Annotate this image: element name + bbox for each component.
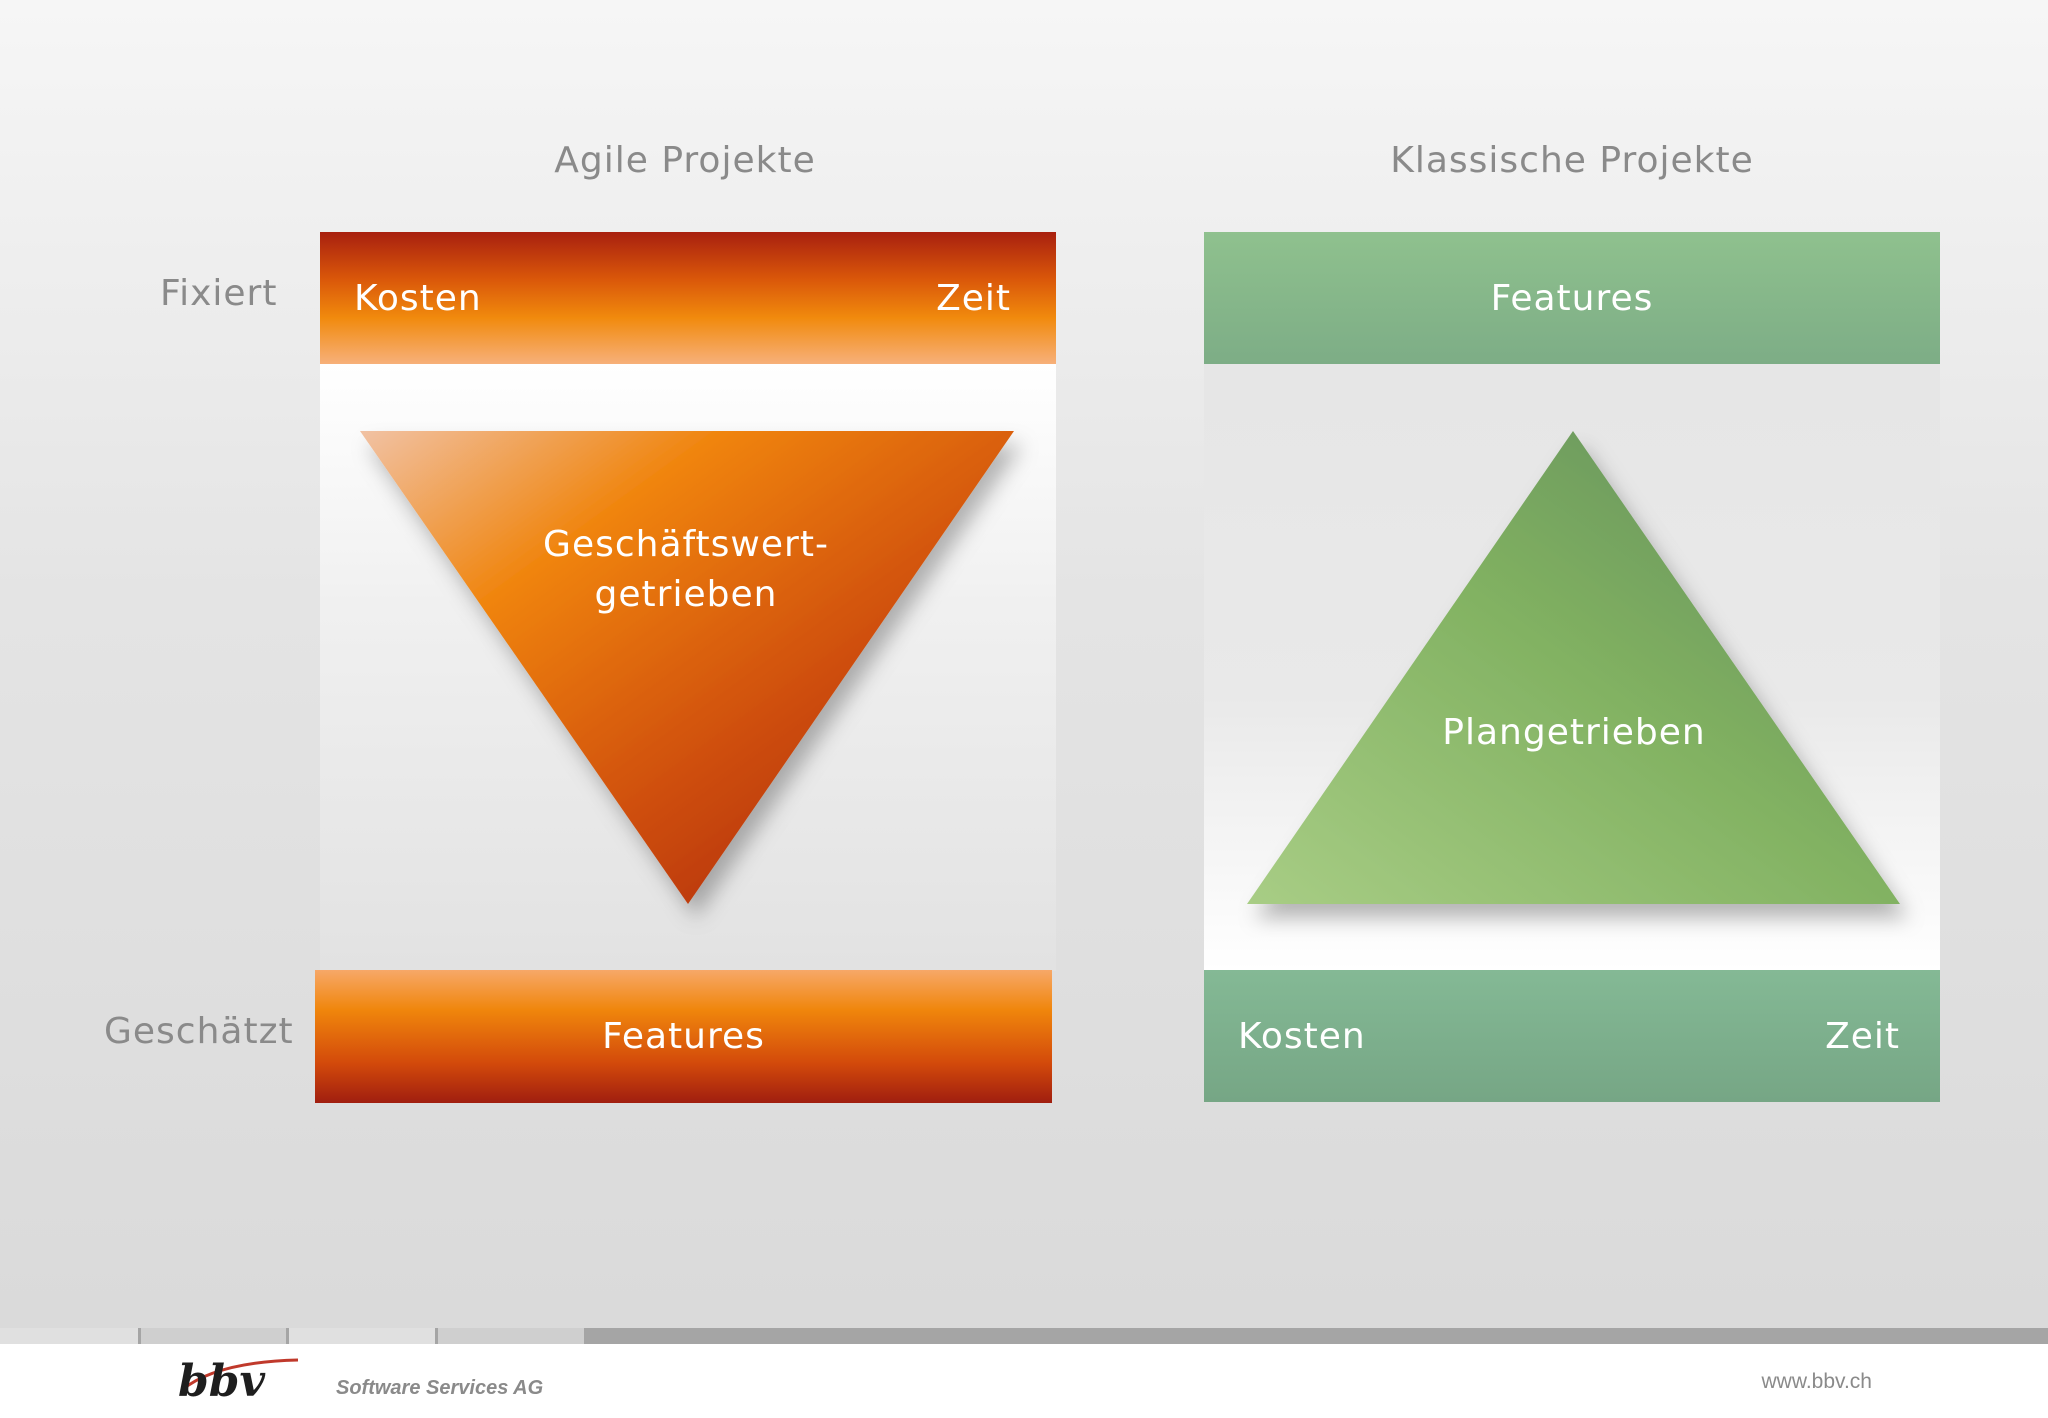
agile-triangle-label: Geschäftswert- getrieben xyxy=(478,520,894,620)
classic-estimated-bar: Kosten Zeit xyxy=(1204,970,1940,1102)
progress-segment xyxy=(0,1328,138,1344)
classic-triangle xyxy=(1247,431,1900,904)
agile-projects-title: Agile Projekte xyxy=(554,140,816,181)
agile-fixed-bar: Kosten Zeit xyxy=(320,232,1056,364)
bbv-logo-mark: bbv xyxy=(178,1356,299,1407)
classic-features-label: Features xyxy=(1490,277,1654,319)
agile-triangle-line2: getrieben xyxy=(594,574,778,615)
agile-time-label: Zeit xyxy=(936,277,1011,319)
progress-segment xyxy=(141,1328,286,1344)
classic-time-label: Zeit xyxy=(1825,1015,1900,1057)
row-label-fixed: Fixiert xyxy=(160,273,278,314)
classic-cost-label: Kosten xyxy=(1238,1015,1366,1057)
bbv-logo: bbv xyxy=(176,1352,306,1407)
classic-triangle-label: Plangetrieben xyxy=(1442,712,1706,753)
slide: Agile Projekte Klassische Projekte Fixie… xyxy=(0,0,2048,1328)
agile-features-label: Features xyxy=(602,1016,765,1057)
agile-triangle-line1: Geschäftswert- xyxy=(543,524,829,565)
progress-bar xyxy=(0,1328,2048,1344)
progress-segment xyxy=(438,1328,584,1344)
agile-estimated-bar: Features xyxy=(315,970,1052,1103)
progress-segment xyxy=(289,1328,435,1344)
row-label-estimated: Geschätzt xyxy=(104,1011,294,1052)
company-tagline: Software Services AG xyxy=(336,1377,544,1399)
classic-projects-title: Klassische Projekte xyxy=(1390,140,1754,181)
agile-cost-label: Kosten xyxy=(354,277,482,319)
footer: bbv Software Services AG www.bbv.ch xyxy=(0,1344,2048,1418)
agile-triangle-shape xyxy=(360,431,1014,904)
classic-fixed-bar: Features xyxy=(1204,232,1940,364)
company-url[interactable]: www.bbv.ch xyxy=(1761,1370,1873,1393)
bbv-logo-text: bbv xyxy=(178,1356,266,1402)
